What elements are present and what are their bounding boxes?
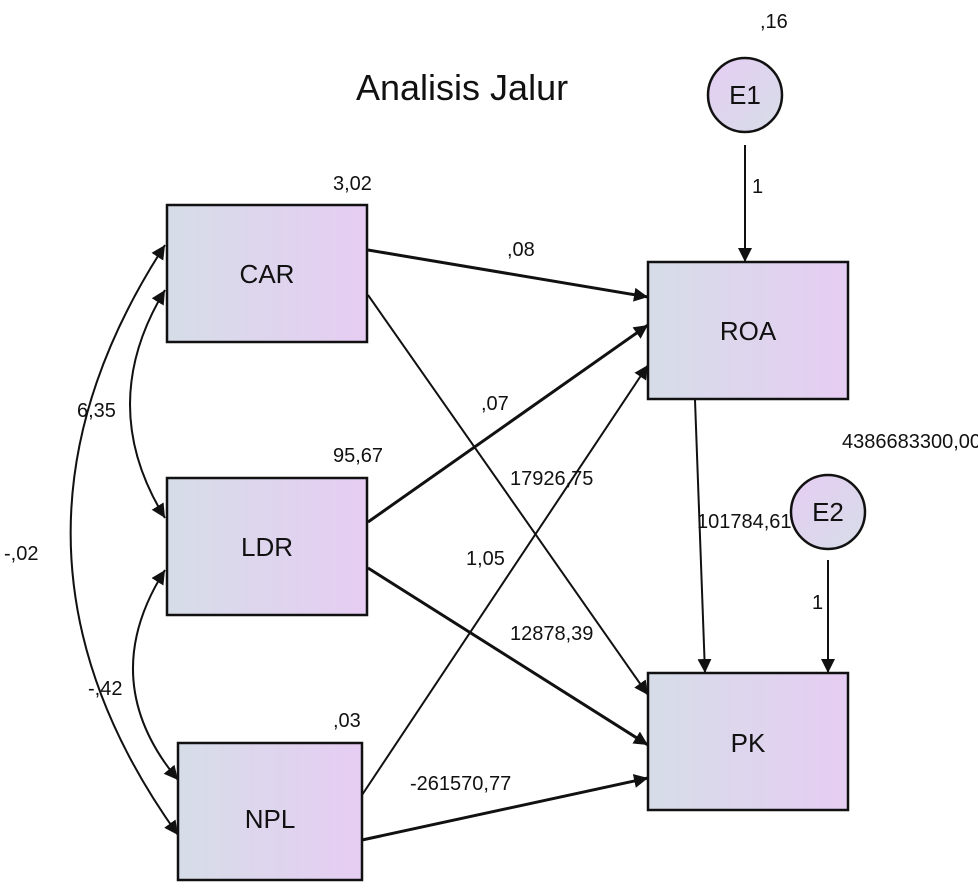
path-npl-roa (361, 364, 649, 796)
coef-car-pk: 17926,75 (510, 468, 593, 490)
variance-ldr: 95,67 (333, 445, 383, 467)
cov-car-ldr-label: 6,35 (77, 400, 116, 422)
cov-car-npl-label: -,02 (4, 543, 38, 565)
node-e1-label: E1 (729, 80, 761, 110)
path-car-roa (367, 248, 649, 302)
node-e2-circle (789, 473, 867, 551)
variance-npl: ,03 (333, 710, 361, 732)
coef-npl-roa: 1,05 (466, 548, 505, 570)
node-roa-box (646, 260, 850, 401)
node-e1-circle (706, 56, 784, 134)
cov-ldr-npl-label: -,42 (88, 678, 122, 700)
node-car-box (165, 203, 369, 344)
path-ldr-pk (367, 566, 649, 747)
node-ldr-box (165, 476, 369, 617)
diagram-title: Analisis Jalur (356, 67, 568, 108)
path-ldr-roa (367, 323, 649, 524)
coef-ldr-pk: 12878,39 (510, 623, 593, 645)
node-roa-label: ROA (720, 316, 777, 346)
node-npl-box (176, 741, 364, 882)
node-car-label: CAR (240, 259, 295, 289)
variance-e1: ,16 (760, 11, 788, 33)
path-npl-pk (361, 774, 649, 842)
covariance-car-npl (69, 244, 179, 836)
coef-npl-pk: -261570,77 (410, 773, 511, 795)
node-ldr-label: LDR (241, 532, 293, 562)
variance-e2: 4386683300,00 (842, 431, 978, 453)
node-e2-label: E2 (812, 497, 844, 527)
covariance-car-ldr (129, 289, 166, 519)
path-car-pk (367, 294, 649, 696)
node-pk-box (646, 671, 850, 812)
coef-roa-pk: 101784,61 (697, 511, 792, 533)
node-npl-label: NPL (245, 804, 296, 834)
coef-e1-roa: 1 (752, 176, 763, 198)
variance-car: 3,02 (333, 173, 372, 195)
path-roa-pk (694, 399, 712, 674)
coef-car-roa: ,08 (507, 239, 535, 261)
coef-ldr-roa: ,07 (481, 393, 509, 415)
coef-e2-pk: 1 (812, 592, 823, 614)
node-pk-label: PK (731, 728, 766, 758)
